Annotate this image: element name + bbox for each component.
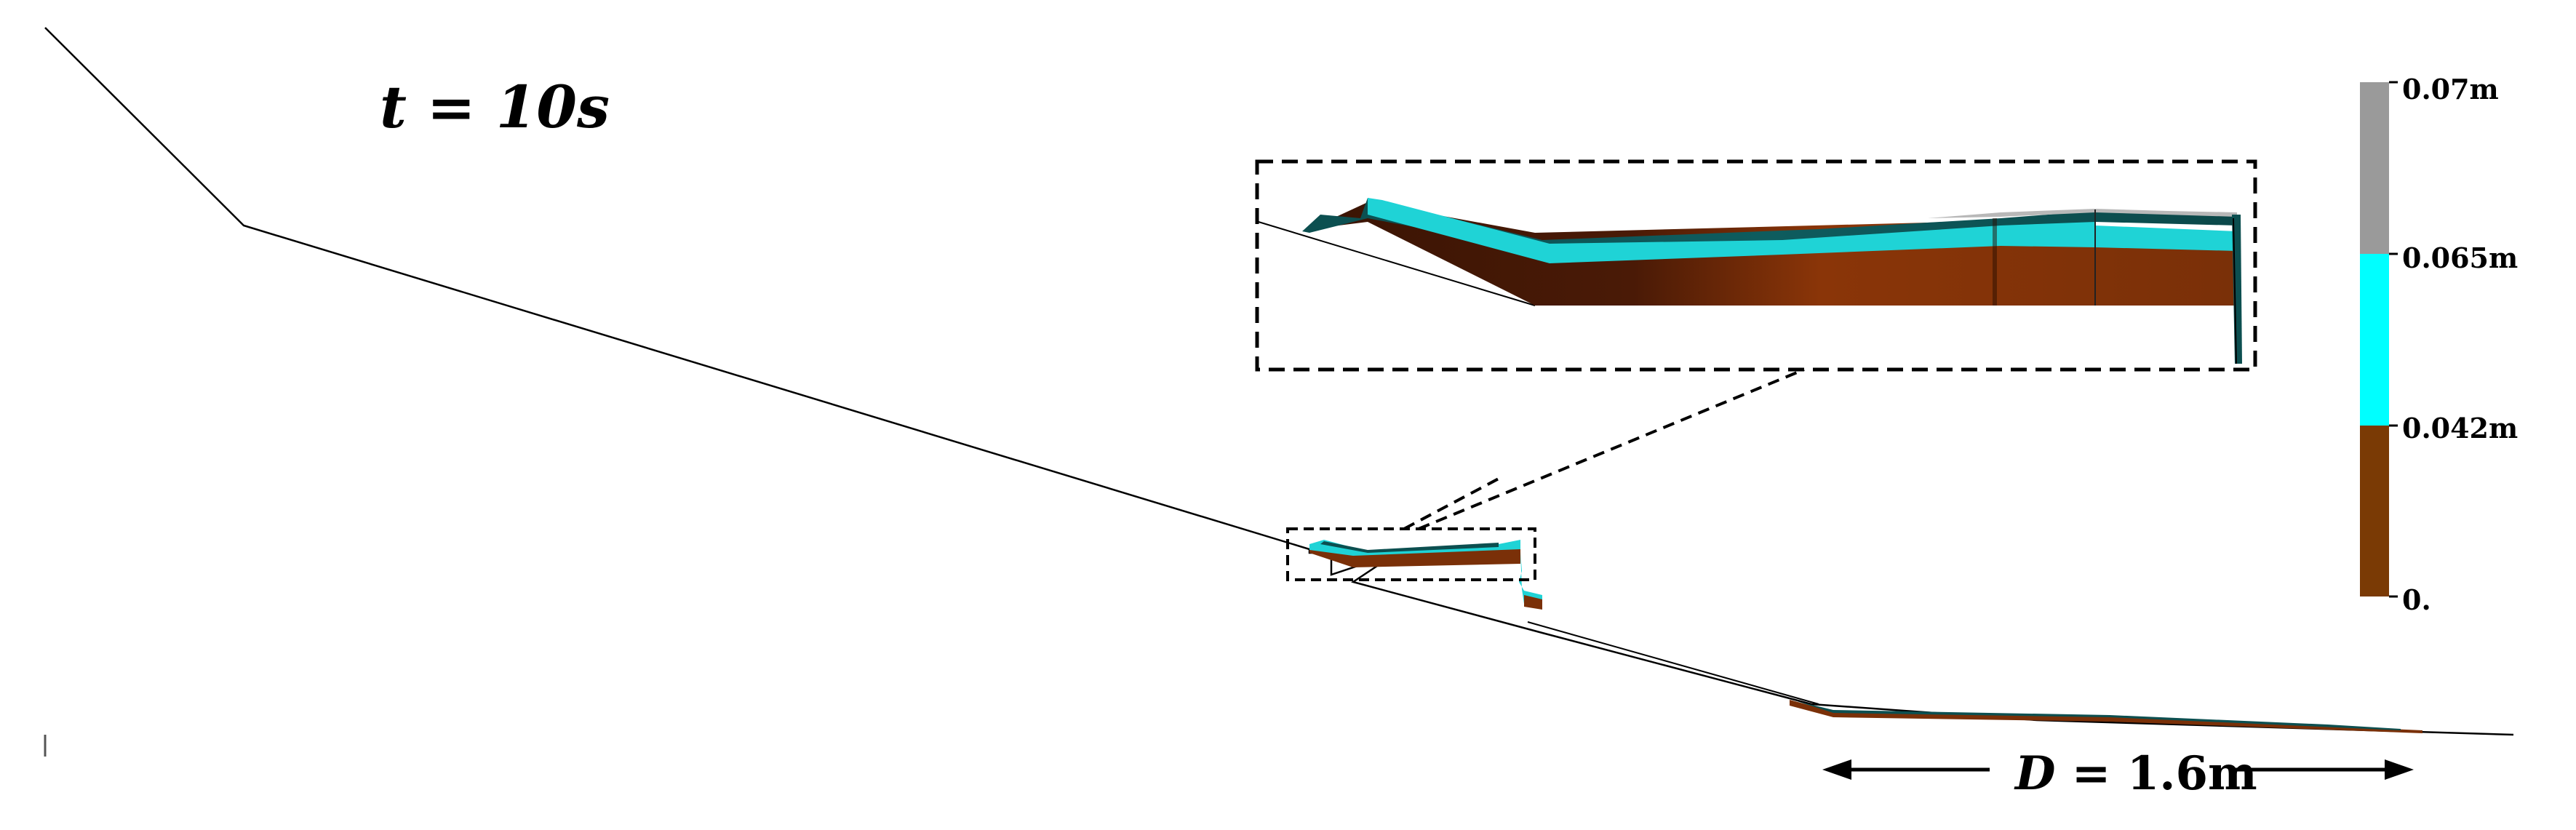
distance-label: D = 1.6m [2014,746,2257,801]
zoom-connector-line-left [1403,477,1499,530]
colorbar-brown [2360,426,2389,596]
colorbar-legend: 0.07m 0.065m 0.042m 0. [2360,73,2518,616]
distance-arrow [1822,759,2414,780]
time-label: t = 10s [380,73,610,141]
debris-deposit-downslope [1790,700,2423,733]
zoom-source-box [1286,527,1536,581]
legend-label-top: 0.07m [2402,73,2499,105]
zoom-connector-line-right [1418,368,1805,530]
legend-label-upper-mid: 0.065m [2402,242,2518,274]
legend-label-lower-mid: 0.042m [2402,412,2518,444]
colorbar-cyan [2360,254,2389,426]
colorbar-gray [2360,82,2389,254]
debris-deposit-main [1309,540,1542,610]
zoom-inset-deposit [1258,198,2242,364]
slope-profile-lower [1527,621,1819,705]
legend-label-bottom: 0. [2402,583,2431,616]
